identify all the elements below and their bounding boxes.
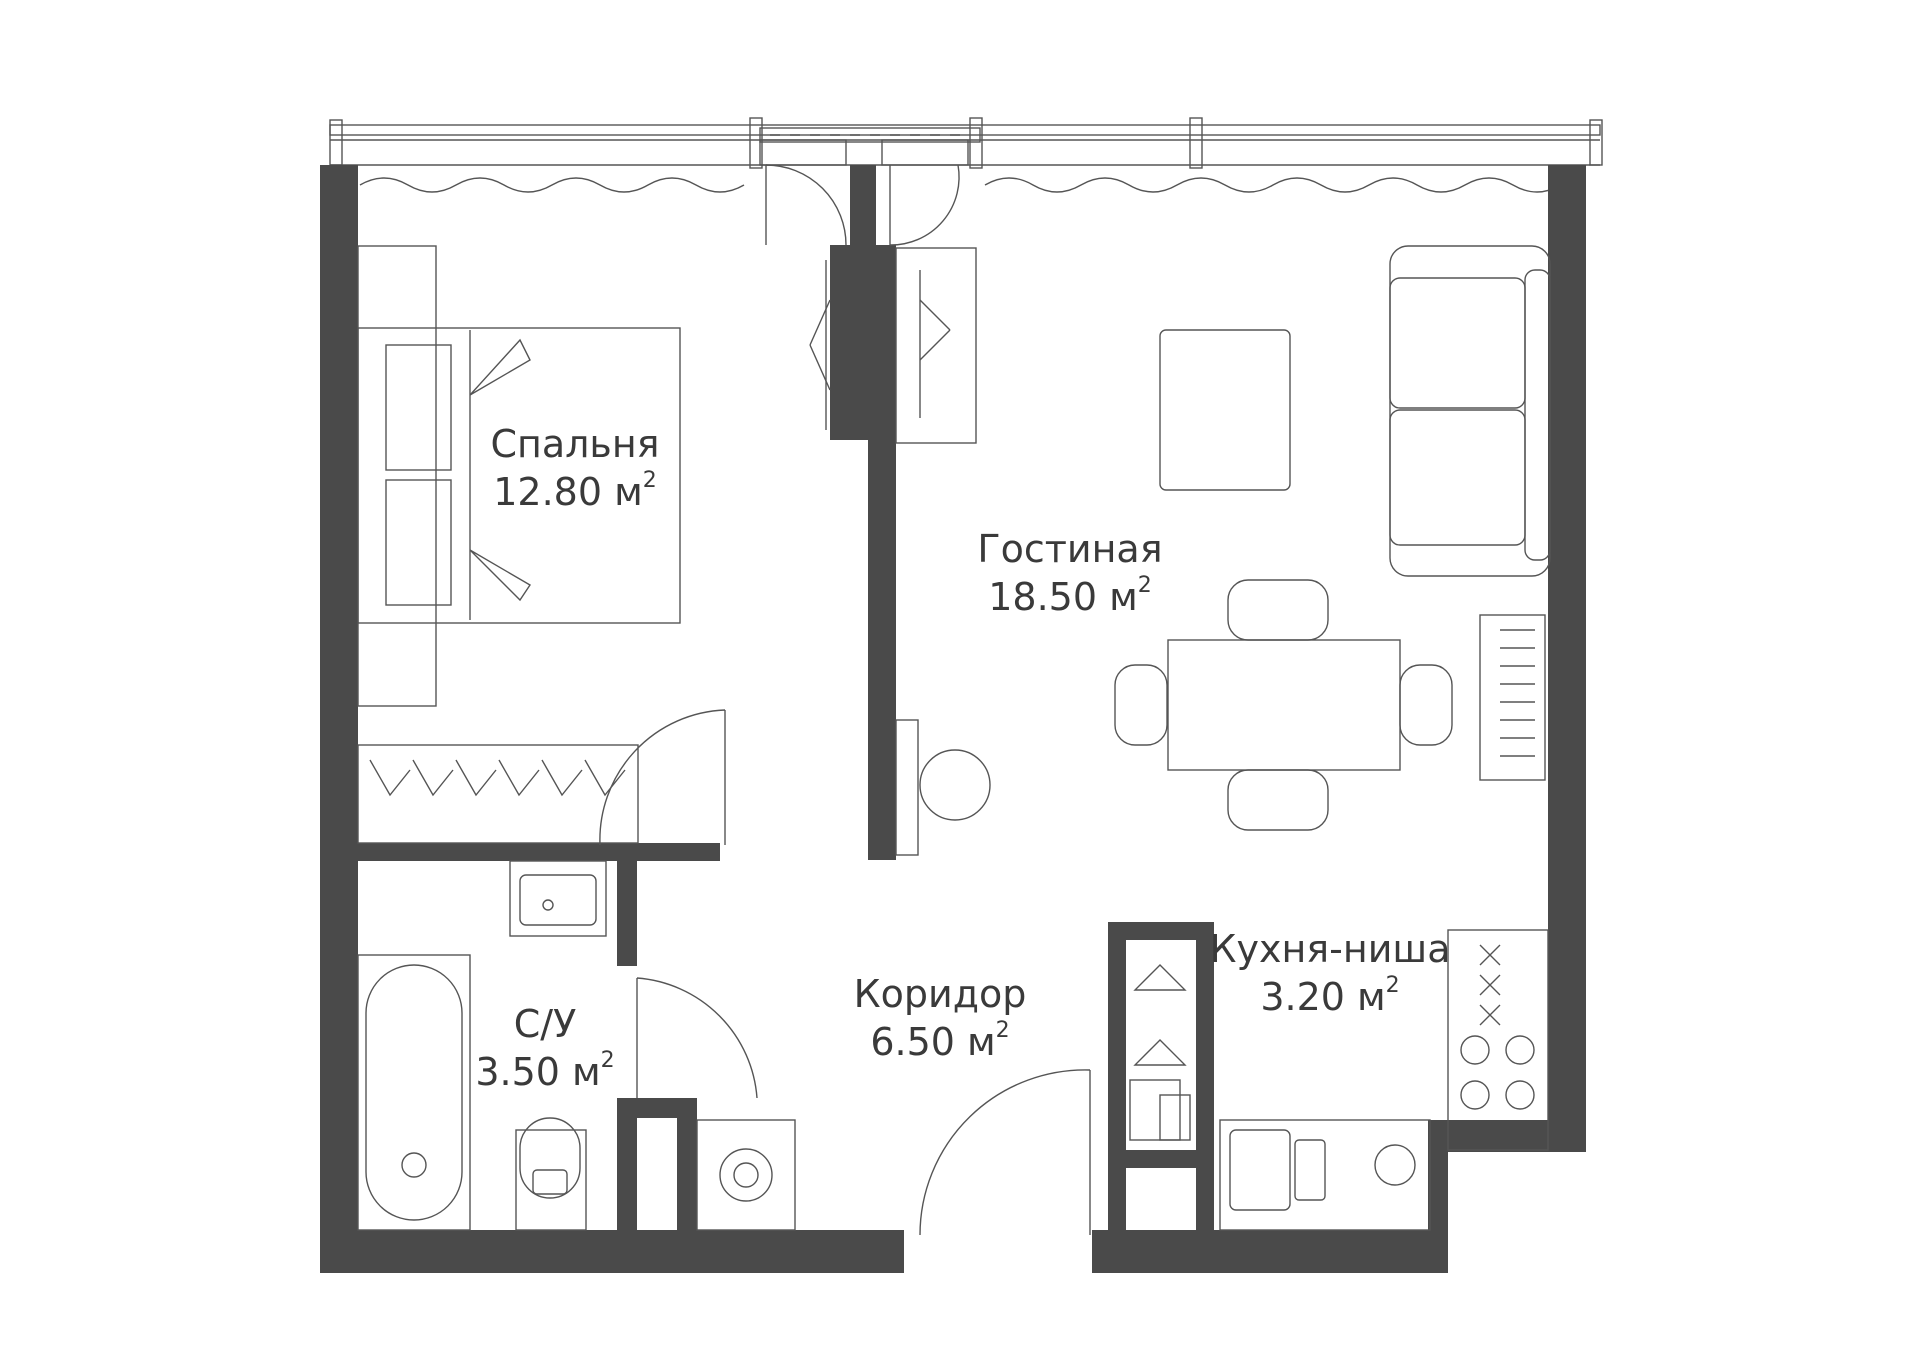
bathtub bbox=[357, 954, 471, 1231]
toilet bbox=[515, 1117, 587, 1231]
bed bbox=[357, 245, 681, 707]
radiator bbox=[1479, 614, 1546, 781]
bedroom-door bbox=[599, 709, 726, 846]
room-area: 6.50 м2 bbox=[870, 1018, 1010, 1065]
bedroom-wardrobe bbox=[357, 744, 639, 844]
entry-door bbox=[919, 1069, 1091, 1236]
room-area: 18.50 м2 bbox=[988, 573, 1152, 620]
balcony-doors bbox=[759, 139, 969, 246]
room-area: 3.20 м2 bbox=[1260, 973, 1400, 1020]
built-in-wardrobe bbox=[809, 247, 977, 444]
bathroom-door bbox=[636, 977, 758, 1099]
washing-machine bbox=[696, 1119, 796, 1231]
room-label-corridor: Коридор 6.50 м2 bbox=[854, 970, 1027, 1066]
room-area: 12.80 м2 bbox=[493, 468, 657, 515]
room-area: 3.50 м2 bbox=[475, 1048, 615, 1095]
curtains bbox=[359, 177, 1562, 193]
room-name: Гостиная bbox=[977, 527, 1163, 571]
kitchen-counter bbox=[1219, 929, 1549, 1231]
room-name: Коридор bbox=[853, 972, 1027, 1016]
living-entry-door bbox=[895, 719, 991, 856]
hallway-wardrobe bbox=[1129, 964, 1191, 1141]
room-name: Спальня bbox=[490, 422, 660, 466]
room-name: С/У bbox=[513, 1002, 577, 1046]
bathroom-sink bbox=[509, 860, 607, 937]
room-label-living: Гостиная 18.50 м2 bbox=[977, 525, 1162, 621]
dining-table bbox=[1114, 579, 1453, 831]
room-label-kitchen: Кухня-ниша 3.20 м2 bbox=[1210, 925, 1451, 1021]
room-label-bathroom: С/У 3.50 м2 bbox=[475, 1000, 614, 1096]
balcony-railing bbox=[329, 117, 1603, 169]
living-room-table bbox=[1159, 329, 1291, 491]
sofa bbox=[1389, 245, 1551, 577]
walls bbox=[320, 165, 1586, 1273]
room-label-bedroom: Спальня 12.80 м2 bbox=[490, 420, 659, 516]
room-name: Кухня-ниша bbox=[1209, 927, 1451, 971]
